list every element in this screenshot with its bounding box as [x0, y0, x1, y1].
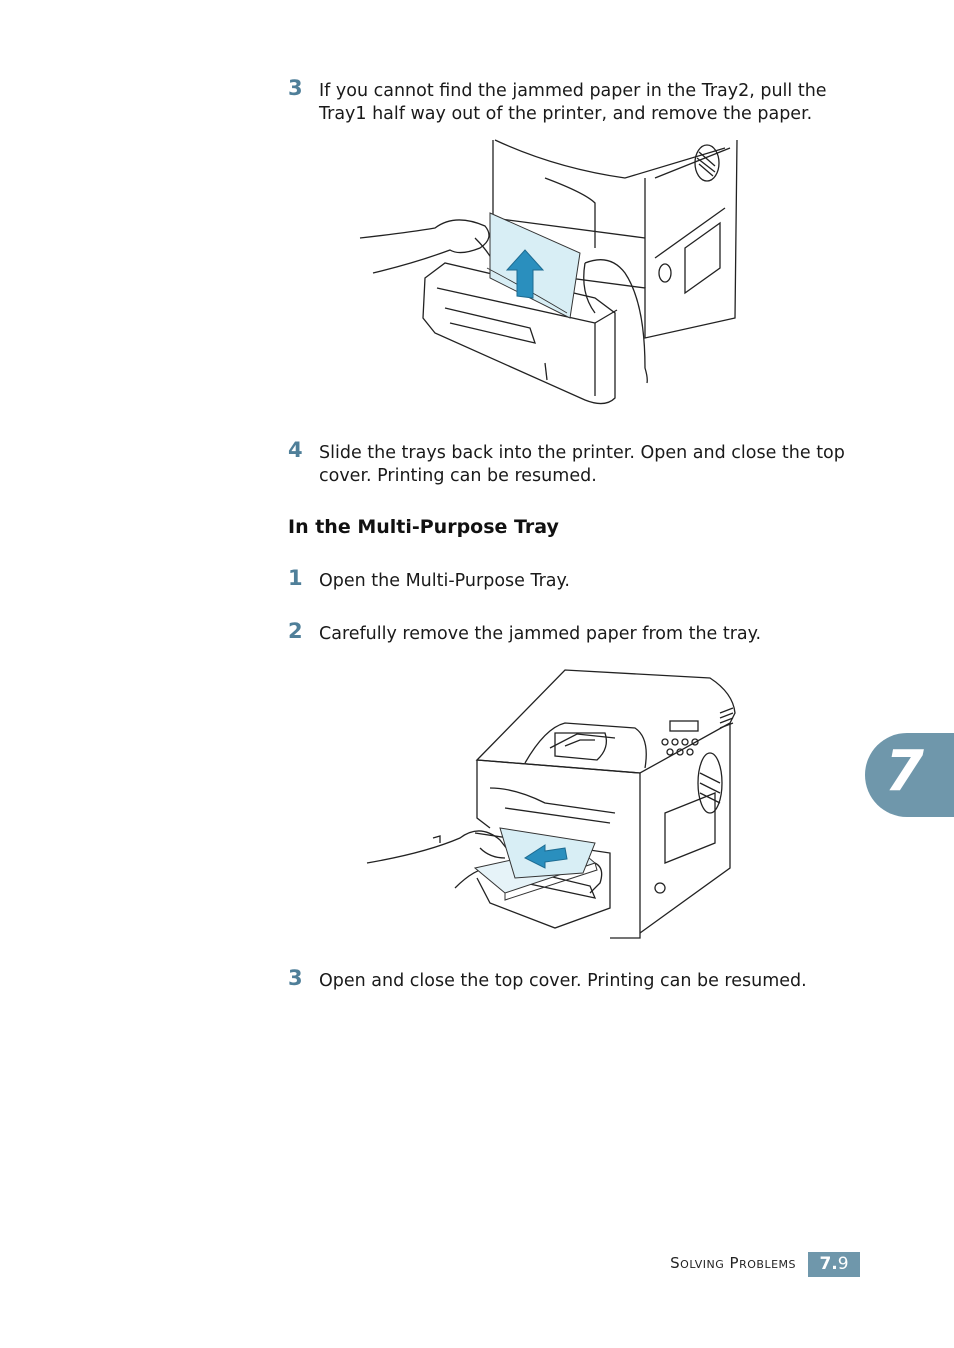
chapter-tab: 7	[865, 733, 954, 817]
step-text: Open the Multi-Purpose Tray.	[319, 571, 570, 591]
mp-tray-jam-illustration	[366, 669, 736, 939]
step-text: If you cannot find the jammed paper in t…	[319, 81, 827, 124]
step-1-mp: 1 Open the Multi-Purpose Tray.	[288, 566, 868, 593]
page-number: 7.9	[808, 1252, 860, 1277]
page-chapter: 7.	[819, 1254, 838, 1274]
step-text: Open and close the top cover. Printing c…	[319, 971, 807, 991]
footer-chapter-title: Solving Problems	[670, 1254, 796, 1272]
step-text: Slide the trays back into the printer. O…	[319, 443, 845, 486]
step-number: 1	[288, 566, 303, 590]
step-4: 4 Slide the trays back into the printer.…	[288, 438, 868, 488]
step-text: Carefully remove the jammed paper from t…	[319, 624, 762, 644]
step-number: 4	[288, 438, 303, 462]
section-heading: In the Multi-Purpose Tray	[288, 516, 559, 538]
step-3-tray1: 3 If you cannot find the jammed paper in…	[288, 76, 868, 126]
step-number: 2	[288, 619, 303, 643]
step-number: 3	[288, 966, 303, 990]
page-index: 9	[837, 1254, 849, 1274]
step-number: 3	[288, 76, 303, 100]
tray1-jam-illustration	[359, 139, 738, 405]
chapter-tab-number: 7	[885, 739, 924, 804]
step-3-mp: 3 Open and close the top cover. Printing…	[288, 966, 868, 993]
step-2-mp: 2 Carefully remove the jammed paper from…	[288, 619, 868, 646]
